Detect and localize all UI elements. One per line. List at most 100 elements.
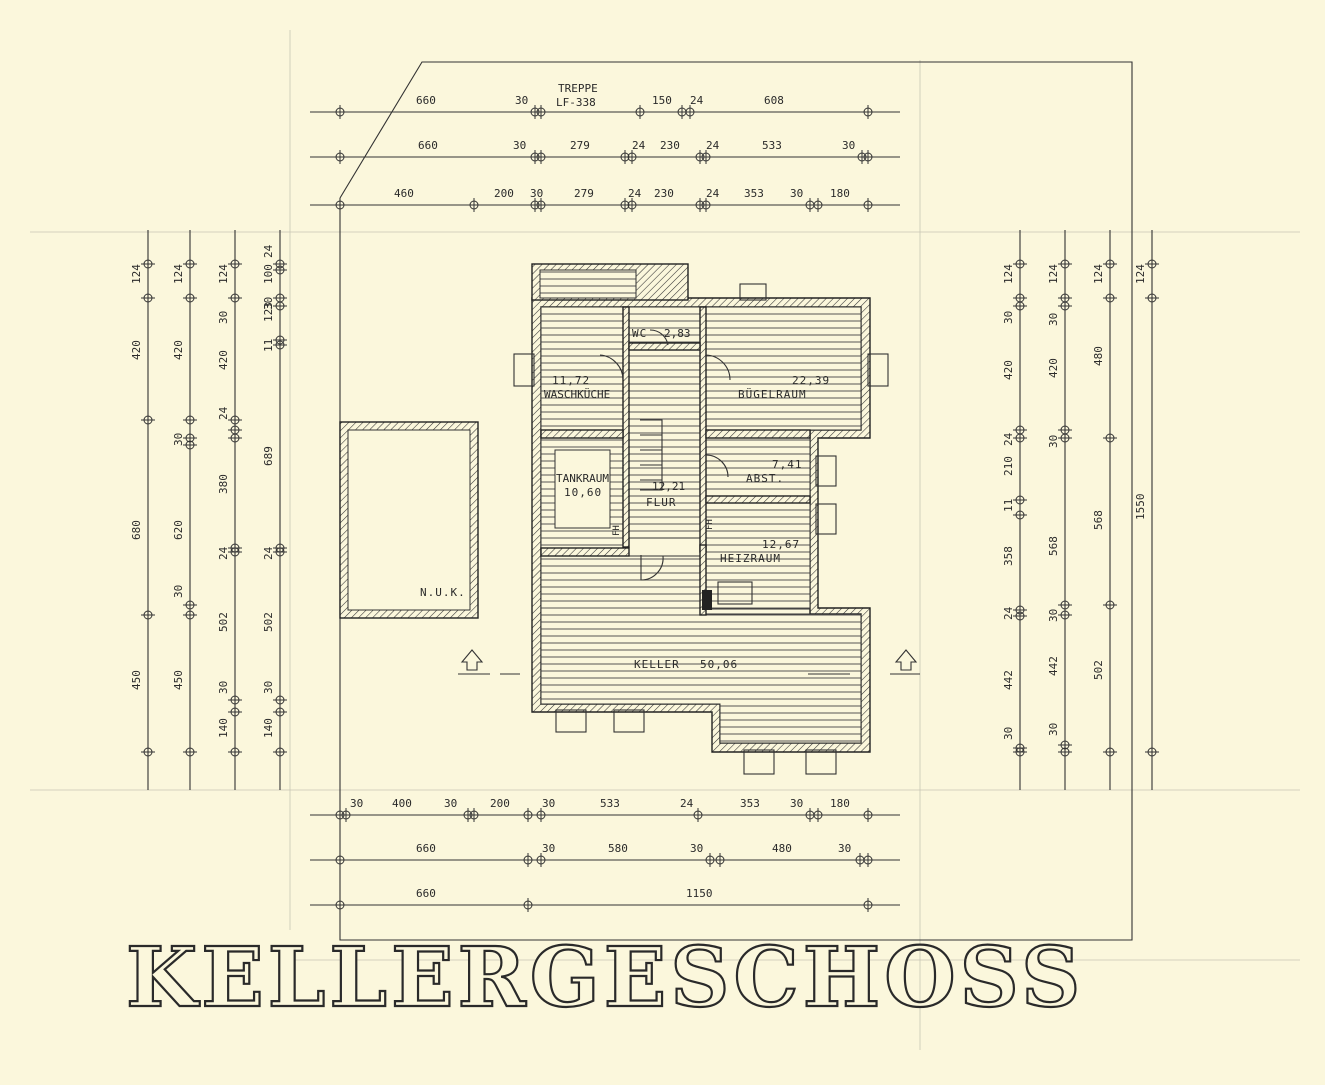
dim-label: 30: [542, 797, 555, 810]
room-flur-area: 12,21: [652, 480, 685, 493]
dim-label: 200: [490, 797, 510, 810]
dim-label: 30: [1047, 435, 1060, 448]
dim-label: 580: [608, 842, 628, 855]
stair-treads: [539, 269, 637, 299]
dim-label: 200: [494, 187, 514, 200]
room-abst-name: ABST.: [746, 472, 784, 485]
floor-wc: [627, 306, 701, 346]
dim-label: 30: [217, 681, 230, 694]
dim-label: 24: [706, 139, 720, 152]
dim-label: 30: [842, 139, 855, 152]
wall-mark-fh-left: FH: [612, 525, 622, 536]
dim-label: 30: [217, 311, 230, 324]
room-tankraum-area: 10,60: [564, 486, 602, 499]
dim-label: 180: [830, 797, 850, 810]
room-waschkueche-name: WASCHKÜCHE: [544, 388, 610, 401]
dim-label: 30: [1002, 727, 1015, 740]
dim-label: 502: [1092, 660, 1105, 680]
construction-lines: [30, 30, 1300, 1050]
tank: [554, 449, 611, 529]
interior-walls: [540, 306, 811, 616]
dim-label: 30: [172, 433, 185, 446]
floor-waschkueche: [540, 306, 624, 431]
dim-label: 568: [1047, 536, 1060, 556]
dim-label: 608: [764, 94, 784, 107]
nuk-inner: [347, 429, 471, 611]
dim-label: 150: [652, 94, 672, 107]
dim-label: 533: [762, 139, 782, 152]
dim-label: 689: [262, 446, 275, 466]
dim-label: 140: [262, 718, 275, 738]
room-heizraum-area: 12,67: [762, 538, 800, 551]
dim-label: 11: [262, 339, 275, 352]
dim-label: 480: [1092, 346, 1105, 366]
floor-buegelraum: [705, 306, 862, 431]
boiler: [702, 581, 753, 610]
room-nuk-name: N.U.K.: [420, 586, 466, 599]
dim-label: 680: [130, 520, 143, 540]
floor-flur: [627, 349, 701, 539]
dim-label: 30: [1047, 313, 1060, 326]
dim-label: 123: [262, 302, 275, 322]
dim-label: 24: [262, 546, 275, 560]
dim-label: 30: [838, 842, 851, 855]
room-tankraum-name: TANKRAUM: [556, 472, 609, 485]
dim-label: 24: [262, 244, 275, 258]
dim-label: 140: [217, 718, 230, 738]
dim-label: 24: [690, 94, 704, 107]
dim-label: 230: [660, 139, 680, 152]
dim-label: 450: [172, 670, 185, 690]
dim-label: 100: [262, 264, 275, 284]
dim-label: 400: [392, 797, 412, 810]
dim-label: 30: [444, 797, 457, 810]
dim-label: 24: [706, 187, 720, 200]
dim-label: 30: [530, 187, 543, 200]
room-buegelraum-name: BÜGELRAUM: [738, 388, 807, 401]
dim-label: 124: [130, 264, 143, 284]
door-swings: [599, 329, 731, 581]
dim-label: 660: [416, 94, 436, 107]
section-marker-left: [458, 649, 520, 675]
floor-abst: [705, 437, 811, 497]
dim-label: 30: [1047, 723, 1060, 736]
dim-label: 124: [1047, 264, 1060, 284]
dim-label: 442: [1002, 670, 1015, 690]
dim-label: 24: [632, 139, 646, 152]
dim-label: 30: [790, 797, 803, 810]
windows: [513, 283, 889, 775]
room-keller-name: KELLER: [634, 658, 680, 671]
dim-label: 502: [217, 612, 230, 632]
dim-label: 30: [172, 585, 185, 598]
dim-label: 30: [1047, 609, 1060, 622]
dim-label: 30: [1002, 311, 1015, 324]
dim-label: 30: [515, 94, 528, 107]
dim-label: 353: [740, 797, 760, 810]
dim-label: 24: [628, 187, 642, 200]
dim-label: 124: [1002, 264, 1015, 284]
dim-label: 24: [217, 546, 230, 560]
dim-label: 420: [172, 340, 185, 360]
dim-label: 480: [772, 842, 792, 855]
dim-label: 210: [1002, 456, 1015, 476]
dim-label: 533: [600, 797, 620, 810]
dim-label: 660: [416, 842, 436, 855]
dim-label: 124: [217, 264, 230, 284]
dim-label: 660: [418, 139, 438, 152]
dim-label: 450: [130, 670, 143, 690]
room-heizraum-name: HEIZRAUM: [720, 552, 781, 565]
dim-label: 180: [830, 187, 850, 200]
dim-label: 124: [1092, 264, 1105, 284]
dim-label: 1550: [1134, 494, 1147, 521]
flur-stair: [640, 419, 663, 491]
dim-label: 420: [1002, 360, 1015, 380]
room-wc-name: WC: [632, 327, 647, 340]
dim-label: 502: [262, 612, 275, 632]
wall-mark-fh-right: FH: [705, 519, 715, 530]
room-waschkueche-area: 11,72: [552, 374, 590, 387]
room-keller-area: 50,06: [700, 658, 738, 671]
dim-label: 30: [513, 139, 526, 152]
dim-label: 30: [790, 187, 803, 200]
dim-label: 420: [217, 350, 230, 370]
